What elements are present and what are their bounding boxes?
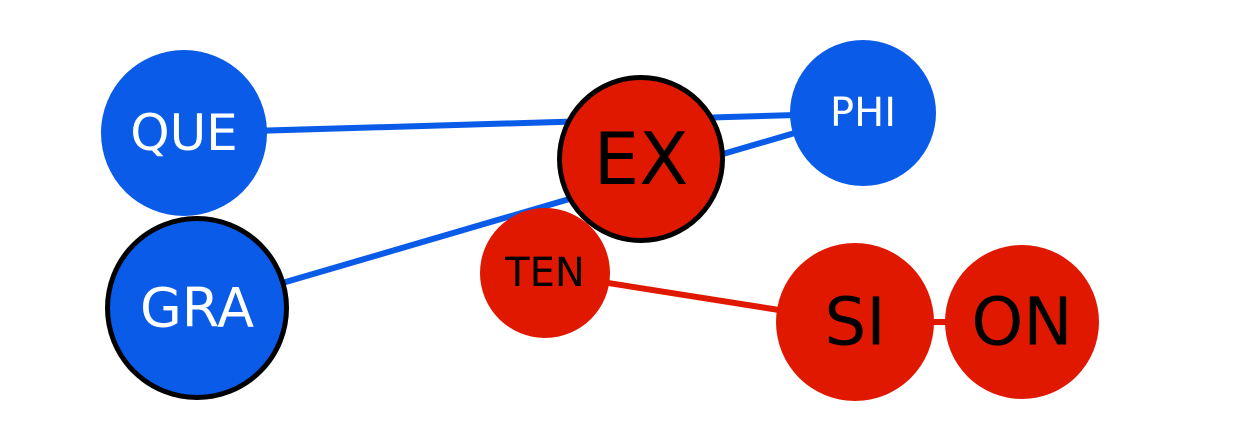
node-si-circle bbox=[776, 243, 934, 401]
node-phi-label: PHI bbox=[830, 90, 896, 136]
node-phi: PHI bbox=[790, 40, 936, 186]
node-que-circle bbox=[101, 50, 267, 216]
node-gra-circle bbox=[105, 216, 289, 400]
node-que: QUE bbox=[101, 50, 267, 216]
node-si: SI bbox=[776, 243, 934, 401]
node-ex-label: EX bbox=[594, 117, 689, 201]
node-gra-label: GRA bbox=[140, 277, 254, 340]
node-gra: GRA bbox=[105, 216, 289, 400]
node-on-label: ON bbox=[971, 284, 1072, 361]
node-ex-circle bbox=[557, 75, 725, 243]
node-que-label: QUE bbox=[130, 104, 238, 162]
node-on-circle bbox=[945, 245, 1099, 399]
nodes-layer: QUE GRA EX PHI TEN SI ON bbox=[101, 40, 1099, 401]
node-si-label: SI bbox=[824, 284, 885, 361]
node-on: ON bbox=[945, 245, 1099, 399]
node-ten-label: TEN bbox=[504, 250, 585, 296]
edge-que-phi bbox=[183, 110, 864, 136]
node-phi-circle bbox=[790, 40, 936, 186]
node-ten-circle bbox=[480, 208, 610, 338]
node-ex: EX bbox=[557, 75, 725, 243]
node-ten: TEN bbox=[480, 208, 610, 338]
